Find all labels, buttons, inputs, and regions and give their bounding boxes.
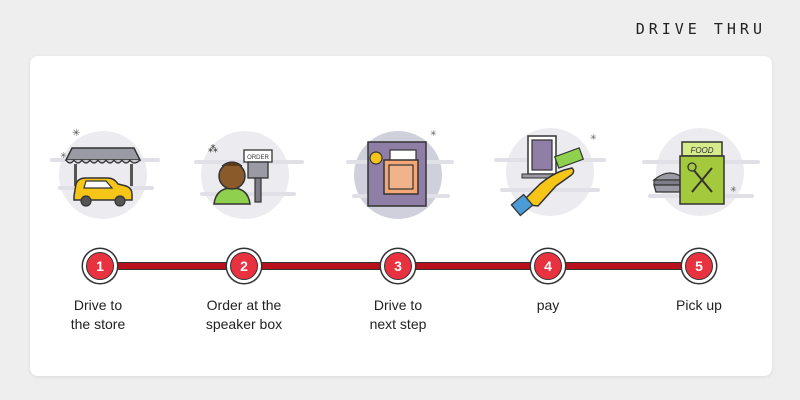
page-title: DRIVE THRU (635, 20, 766, 38)
step-4-marker: 4 (534, 252, 562, 280)
svg-text:✳: ✳ (730, 185, 737, 194)
step-5-label: Pick up (676, 297, 722, 313)
step-2-marker: 2 (230, 252, 258, 280)
step-1-marker: 1 (86, 252, 114, 280)
step-5-marker: 5 (685, 252, 713, 280)
food-bag-text: FOOD (690, 146, 713, 155)
svg-text:✳: ✳ (430, 129, 437, 138)
window-bag-icon: ✳ (346, 129, 454, 219)
car-store-icon: ✳ ✳ (50, 128, 160, 219)
speaker-box-icon: ORDER ⁂ (194, 131, 304, 219)
pay-money-icon: ✳ (494, 128, 606, 217)
svg-text:✳: ✳ (590, 133, 597, 142)
step-2-label: Order at the speaker box (205, 297, 283, 332)
svg-text:✳: ✳ (72, 128, 80, 139)
step-3-marker: 3 (384, 252, 412, 280)
order-sign-text: ORDER (247, 155, 269, 161)
step-3-label: Drive to next step (369, 297, 427, 332)
step-1-label: Drive to the store (70, 297, 126, 332)
step-4-label: pay (536, 297, 560, 313)
food-bag-icon: FOOD ✳ (642, 128, 760, 216)
svg-text:⁂: ⁂ (208, 144, 218, 155)
svg-text:✳: ✳ (60, 151, 67, 160)
